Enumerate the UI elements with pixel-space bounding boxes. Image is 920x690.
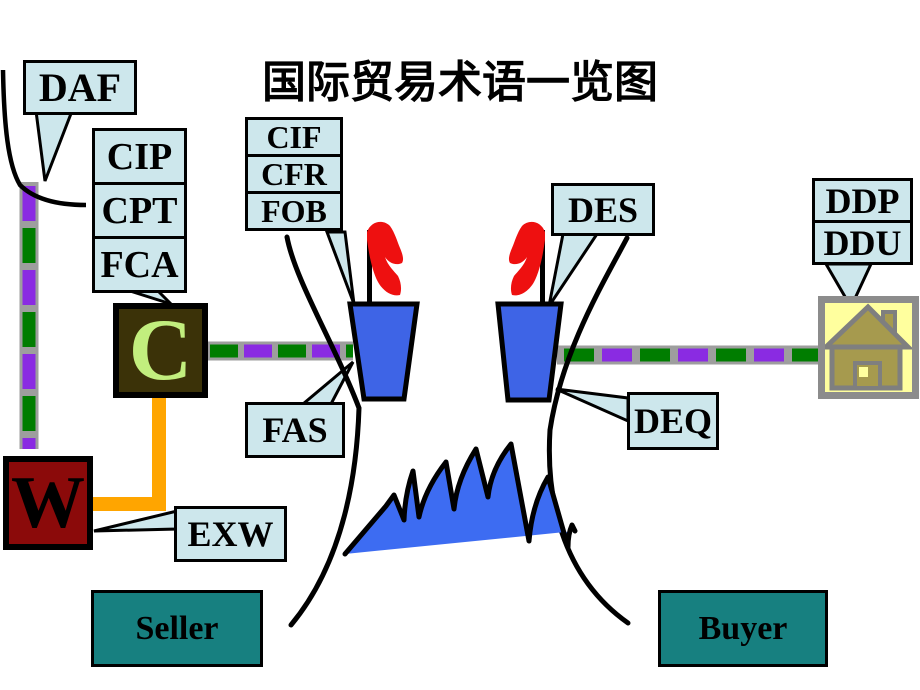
deq-pointer [555, 387, 630, 424]
slide-title: 国际贸易术语一览图 [262, 58, 658, 107]
callout-des: DES [551, 183, 655, 236]
callout-fas: FAS [245, 402, 345, 458]
house-icon [819, 303, 915, 391]
callout-cif: CIF [245, 117, 343, 157]
buyer-box: Buyer [658, 590, 828, 667]
fas-pointer [298, 360, 355, 406]
callout-daf: DAF [23, 60, 137, 115]
seller-box: Seller [91, 590, 263, 667]
des-pointer [547, 232, 600, 307]
callout-cpt: CPT [92, 182, 187, 239]
callout-ddp: DDP [812, 178, 913, 223]
right-bank-curve [546, 235, 631, 626]
ship-right-icon [495, 301, 564, 403]
callout-ddu: DDU [812, 220, 913, 265]
exw-pointer [93, 509, 179, 533]
ship-left-icon [347, 301, 420, 402]
flag-right-icon [509, 222, 545, 306]
callout-cfr: CFR [245, 154, 343, 194]
callout-fob: FOB [245, 191, 343, 231]
flag-left-icon [367, 221, 404, 306]
left-bank-curve [284, 234, 362, 628]
warehouse-box: W [3, 456, 93, 550]
callout-deq: DEQ [627, 392, 719, 450]
fob-pointer [324, 230, 356, 305]
exw-route-line [90, 398, 166, 511]
callout-cip: CIP [92, 128, 187, 185]
callout-fca: FCA [92, 236, 187, 293]
frontier-arc [0, 69, 87, 208]
carrier-box: C [113, 303, 208, 398]
sea-wave-icon [342, 441, 578, 557]
house-box [818, 296, 919, 399]
callout-exw: EXW [174, 506, 287, 562]
daf-pointer [34, 109, 75, 182]
